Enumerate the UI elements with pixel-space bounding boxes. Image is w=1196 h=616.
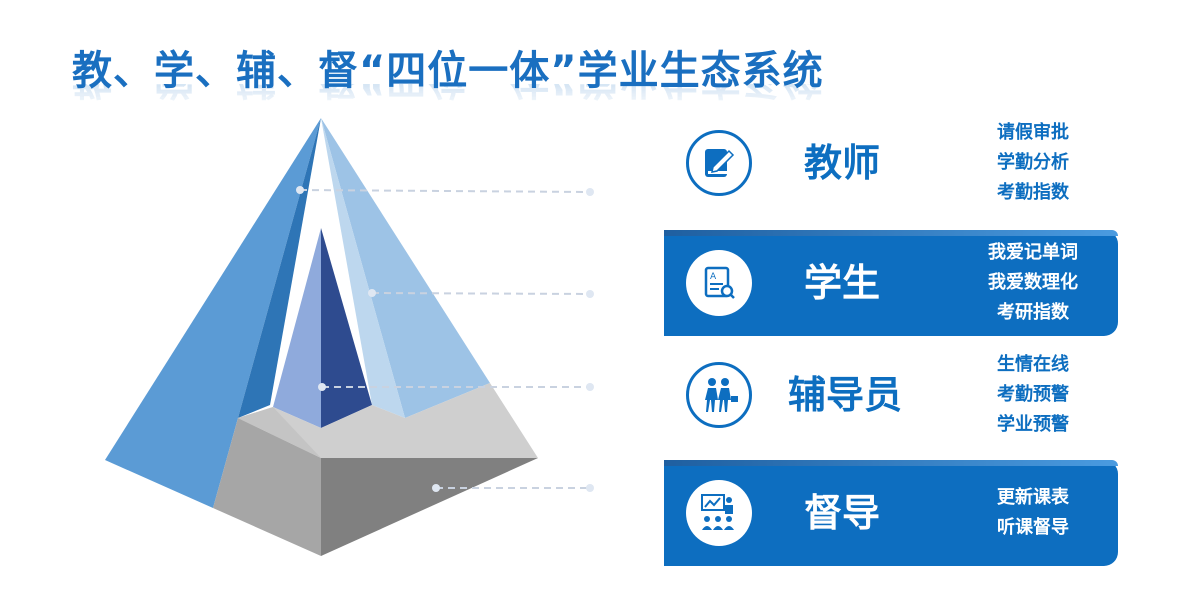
feature-item: 考勤指数 xyxy=(997,182,1069,203)
role-label: 教师 xyxy=(804,141,881,185)
feature-item: 学业预警 xyxy=(997,414,1069,435)
connector-line-4 xyxy=(432,484,594,492)
feature-list: 请假审批 学勤分析 考勤指数 xyxy=(968,122,1098,204)
connector-line-3 xyxy=(318,383,594,391)
feature-item: 生情在线 xyxy=(997,354,1069,375)
row-counselor: 辅导员 生情在线 考勤预警 学业预警 xyxy=(664,354,1118,436)
document-search-icon: A xyxy=(686,250,752,316)
role-label: 学生 xyxy=(804,261,881,305)
svg-text:A: A xyxy=(710,272,717,282)
feature-item: 考勤预警 xyxy=(997,384,1069,405)
presentation-audience-icon xyxy=(686,480,752,546)
feature-list: 生情在线 考勤预警 学业预警 xyxy=(968,354,1098,436)
row-teacher: 教师 请假审批 学勤分析 考勤指数 xyxy=(664,122,1118,204)
feature-list: 更新课表 听课督导 xyxy=(968,460,1098,566)
people-walking-icon xyxy=(686,362,752,428)
feature-item: 我爱数理化 xyxy=(988,272,1078,293)
pyramid-diagram xyxy=(105,118,594,556)
feature-item: 更新课表 xyxy=(997,487,1069,508)
pyramid-outer-left-face xyxy=(105,118,321,508)
feature-item: 请假审批 xyxy=(997,122,1069,143)
role-label: 督导 xyxy=(804,491,881,535)
pyramid-inner-left-face xyxy=(273,228,321,428)
feature-item: 学勤分析 xyxy=(997,152,1069,173)
feature-item: 考研指数 xyxy=(997,302,1069,323)
pyramid-inner-right-face xyxy=(321,228,372,428)
row-student: A 学生 我爱记单词 我爱数理化 考研指数 xyxy=(664,230,1118,336)
connector-line-1 xyxy=(296,186,594,196)
pyramid-outer-right-inner-face xyxy=(321,118,405,418)
feature-list: 我爱记单词 我爱数理化 考研指数 xyxy=(968,230,1098,336)
base-top-left-face xyxy=(238,407,321,458)
feature-item: 听课督导 xyxy=(997,517,1069,538)
connector-line-2 xyxy=(368,289,594,298)
feature-item: 我爱记单词 xyxy=(988,242,1078,263)
base-top-face xyxy=(238,383,538,458)
notebook-pen-icon xyxy=(686,130,752,196)
pyramid-outer-right-face xyxy=(321,118,490,418)
base-right-face xyxy=(321,458,538,556)
row-supervisor: 督导 更新课表 听课督导 xyxy=(664,460,1118,566)
page-title: 教、学、辅、督“四位一体”学业生态系统 xyxy=(72,48,824,94)
role-label: 辅导员 xyxy=(788,373,903,417)
base-left-face xyxy=(213,418,321,556)
